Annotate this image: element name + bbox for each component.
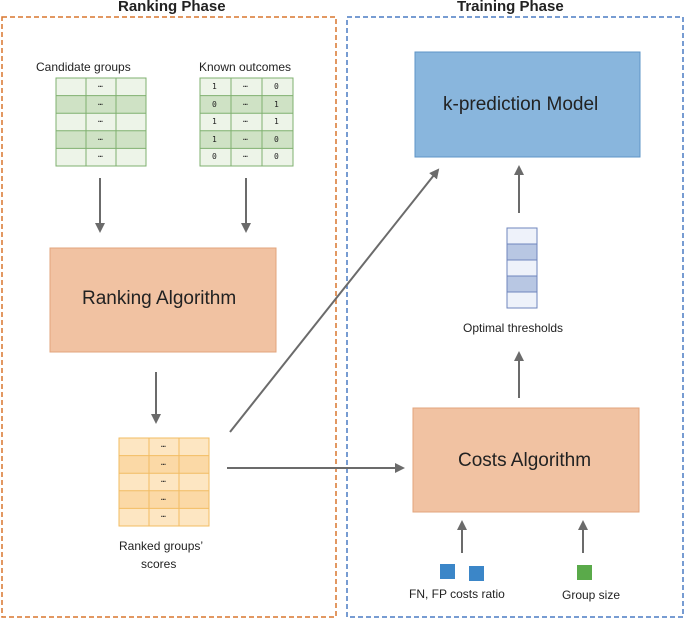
known-outcomes-label: Known outcomes: [199, 60, 292, 74]
table-cell: …: [98, 133, 103, 142]
table-cell: …: [243, 80, 248, 89]
table-cell: …: [98, 80, 103, 89]
k-prediction-model-box: [414, 51, 641, 158]
training-phase-title: Training Phase: [457, 0, 564, 15]
table-cell: 1: [212, 135, 217, 144]
costs-algorithm-box: [412, 407, 640, 513]
table-cell: …: [98, 115, 103, 124]
known-outcomes-table: [199, 77, 294, 167]
table-cell: 0: [274, 152, 279, 161]
table-cell: 1: [274, 100, 279, 109]
costs-algorithm-label: Costs Algorithm: [458, 450, 592, 471]
table-cell: …: [98, 150, 103, 159]
optimal-thresholds-label: Optimal thresholds: [463, 321, 564, 335]
table-cell: …: [243, 115, 248, 124]
fn-fp-costs-ratio-label: FN, FP costs ratio: [409, 587, 505, 601]
table-cell: 0: [274, 135, 279, 144]
table-cell: …: [161, 493, 166, 502]
table-cell: …: [161, 510, 166, 519]
candidate-groups-table: [55, 77, 147, 167]
table-cell: …: [243, 98, 248, 107]
ranking-algorithm-box: [49, 247, 277, 353]
k-prediction-model-label: k-prediction Model: [443, 94, 599, 115]
optimal-thresholds-vector: [506, 227, 538, 309]
ranking-phase-frame: [1, 16, 337, 618]
fn-cost-square: [440, 564, 455, 579]
table-cell: 1: [212, 117, 217, 126]
training-phase-frame: [346, 16, 684, 618]
group-size-square: [577, 565, 592, 580]
table-cell: 0: [274, 82, 279, 91]
ranked-groups-label-line2: scores: [141, 557, 177, 571]
table-cell: …: [161, 475, 166, 484]
table-cell: 1: [274, 117, 279, 126]
table-cell: …: [161, 440, 166, 449]
arrow-scores-to-model: [229, 168, 440, 433]
table-cell: …: [161, 458, 166, 467]
ranking-phase-title: Ranking Phase: [118, 0, 226, 15]
group-size-label: Group size: [562, 588, 621, 602]
candidate-groups-label: Candidate groups: [36, 60, 131, 74]
table-cell: 0: [212, 100, 217, 109]
table-cell: …: [243, 150, 248, 159]
table-cell: …: [243, 133, 248, 142]
ranked-groups-label: Ranked groups’: [119, 539, 204, 553]
table-cell: 0: [212, 152, 217, 161]
ranking-algorithm-label: Ranking Algorithm: [82, 288, 237, 309]
fp-cost-square: [469, 566, 484, 581]
ranked-groups-table: [118, 437, 210, 527]
table-cell: …: [98, 98, 103, 107]
table-cell: 1: [212, 82, 217, 91]
